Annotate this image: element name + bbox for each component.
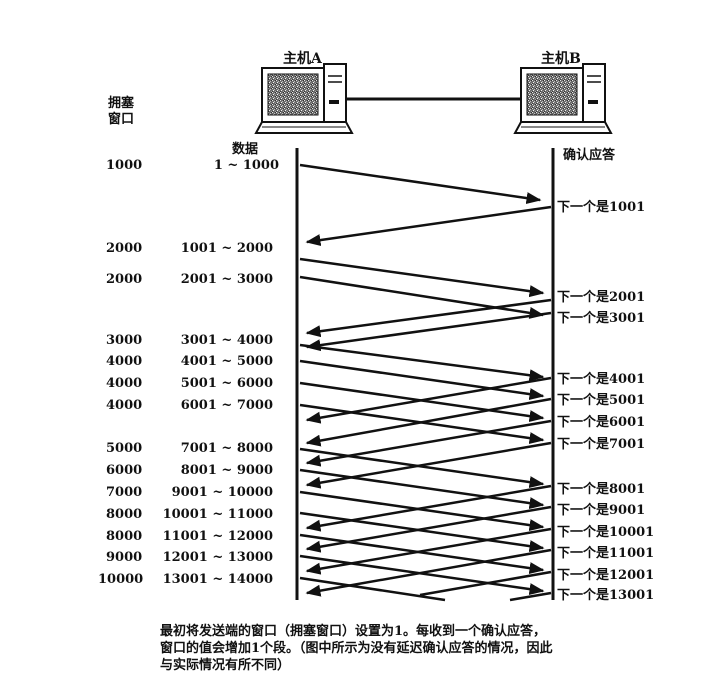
ack-label: 下一个是6001 bbox=[557, 415, 646, 430]
ack-arrow bbox=[419, 570, 552, 597]
computer-a-icon bbox=[254, 63, 354, 134]
caption-line3: 与实际情况有所不同） bbox=[160, 658, 291, 673]
segment-range: 8001 ~ 9000 bbox=[180, 463, 273, 478]
cwnd-value: 10000 bbox=[98, 572, 144, 587]
data-segment-arrow bbox=[299, 257, 545, 298]
segment-range: 1 ~ 1000 bbox=[213, 158, 279, 173]
ack-arrow bbox=[305, 311, 552, 352]
segment-range: 6001 ~ 7000 bbox=[180, 398, 273, 413]
data-segment-arrow bbox=[299, 359, 545, 401]
ack-label: 下一个是7001 bbox=[557, 437, 646, 452]
cwnd-value: 6000 bbox=[106, 463, 143, 478]
ack-arrow bbox=[305, 505, 552, 553]
ack-label: 下一个是1001 bbox=[557, 200, 646, 215]
ack-label: 下一个是11001 bbox=[557, 546, 655, 561]
ack-arrow bbox=[305, 205, 552, 247]
ack-label: 下一个是2001 bbox=[557, 290, 646, 305]
data-segment-arrow bbox=[299, 468, 545, 510]
ack-arrow bbox=[305, 397, 552, 447]
ack-header: 确认应答 bbox=[563, 148, 616, 163]
ack-arrow bbox=[305, 419, 552, 467]
cwnd-value: 2000 bbox=[106, 272, 143, 287]
ack-label: 下一个是10001 bbox=[557, 525, 655, 540]
computer-b-icon bbox=[513, 63, 613, 134]
ack-arrow bbox=[305, 441, 552, 489]
cwnd-value: 8000 bbox=[106, 507, 143, 522]
segment-range: 2001 ~ 3000 bbox=[180, 272, 273, 287]
ack-label: 下一个是13001 bbox=[557, 588, 655, 603]
ack-label: 下一个是9001 bbox=[557, 503, 646, 518]
segment-range: 4001 ~ 5000 bbox=[180, 354, 273, 369]
segment-range: 10001 ~ 11000 bbox=[162, 507, 273, 522]
cwnd-value: 5000 bbox=[106, 441, 143, 456]
caption-line2: 窗口的值会增加1个段。（图中所示为没有延迟确认应答的情况，因此 bbox=[160, 641, 553, 656]
ack-arrow bbox=[305, 376, 552, 424]
segment-range: 12001 ~ 13000 bbox=[162, 550, 273, 565]
segment-range: 5001 ~ 6000 bbox=[180, 376, 273, 391]
ack-arrow bbox=[509, 591, 552, 602]
ack-label: 下一个是3001 bbox=[557, 311, 646, 326]
cwnd-value: 4000 bbox=[106, 398, 143, 413]
data-header: 数据 bbox=[232, 142, 259, 157]
ack-label: 下一个是5001 bbox=[557, 393, 646, 408]
ack-arrow bbox=[305, 298, 552, 338]
cwnd-value: 9000 bbox=[106, 550, 143, 565]
caption-line1: 最初将发送端的窗口（拥塞窗口）设置为1。每收到一个确认应答， bbox=[160, 624, 547, 639]
ack-label: 下一个是4001 bbox=[557, 372, 646, 387]
segment-range: 1001 ~ 2000 bbox=[180, 241, 273, 256]
cwnd-value: 1000 bbox=[106, 158, 143, 173]
data-segment-arrow bbox=[299, 275, 545, 319]
cwnd-value: 4000 bbox=[106, 354, 143, 369]
segment-range: 7001 ~ 8000 bbox=[180, 441, 273, 456]
ack-arrow bbox=[305, 527, 552, 575]
ack-arrow bbox=[305, 548, 552, 597]
host-b-label: 主机B bbox=[541, 51, 581, 67]
cwnd-value: 2000 bbox=[106, 241, 143, 256]
host-a-label: 主机A bbox=[283, 51, 322, 67]
ack-label: 下一个是8001 bbox=[557, 482, 646, 497]
cwnd-value: 4000 bbox=[106, 376, 143, 391]
data-segment-arrow bbox=[299, 163, 542, 204]
cwnd-value: 7000 bbox=[106, 485, 143, 500]
data-segment-arrow bbox=[299, 576, 446, 602]
cwnd-value: 8000 bbox=[106, 529, 143, 544]
cwnd-header-line1: 拥塞 bbox=[108, 96, 135, 111]
data-segment-arrow bbox=[299, 343, 545, 382]
segment-range: 11001 ~ 12000 bbox=[162, 529, 273, 544]
cwnd-value: 3000 bbox=[106, 333, 143, 348]
segment-range: 9001 ~ 10000 bbox=[171, 485, 273, 500]
segment-range: 13001 ~ 14000 bbox=[162, 572, 273, 587]
ack-label: 下一个是12001 bbox=[557, 568, 655, 583]
cwnd-header-line2: 窗口 bbox=[108, 112, 135, 127]
segment-range: 3001 ~ 4000 bbox=[180, 333, 273, 348]
ack-arrow bbox=[305, 484, 552, 532]
